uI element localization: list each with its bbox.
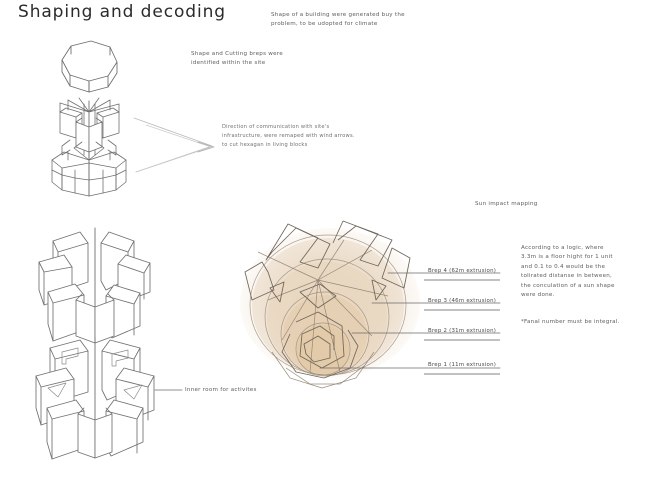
note-logic-paragraph: According to a logic, where 3.3m is a fl… bbox=[521, 245, 615, 298]
note-shape-of-building: Shape of a building were generated buy t… bbox=[271, 12, 405, 28]
note-direction-of-communication: Direction of communication with site's i… bbox=[222, 124, 355, 149]
segmented-cylinder-massing bbox=[51, 141, 127, 197]
note-sun-impact-mapping: Sun impact mapping bbox=[475, 201, 538, 207]
note-shape-and-cutting: Shape and Cutting breps were identified … bbox=[191, 51, 283, 67]
brep-callout-2: Brep 2 (31m extrusion) bbox=[428, 328, 497, 334]
callout-underlines bbox=[424, 279, 500, 375]
inner-room-massing bbox=[35, 337, 155, 460]
brep-callout-1: Brep 1 (11m extrusion) bbox=[428, 362, 497, 368]
page-title: Shaping and decoding bbox=[18, 2, 226, 22]
note-final-number: *Fanal number must be integral. bbox=[521, 319, 620, 325]
octagonal-prism-massing bbox=[61, 40, 118, 93]
exploded-block-massing bbox=[38, 227, 151, 344]
wind-direction-arrow bbox=[133, 117, 215, 173]
brep-callout-3: Brep 3 (46m extrusion) bbox=[428, 298, 497, 304]
radial-blade-massing bbox=[59, 97, 120, 161]
note-inner-room: Inner room for activites bbox=[185, 387, 257, 393]
sun-impact-mapping-diagram bbox=[240, 220, 420, 389]
brep-callout-4: Brep 4 (62m extrusion) bbox=[428, 268, 497, 274]
